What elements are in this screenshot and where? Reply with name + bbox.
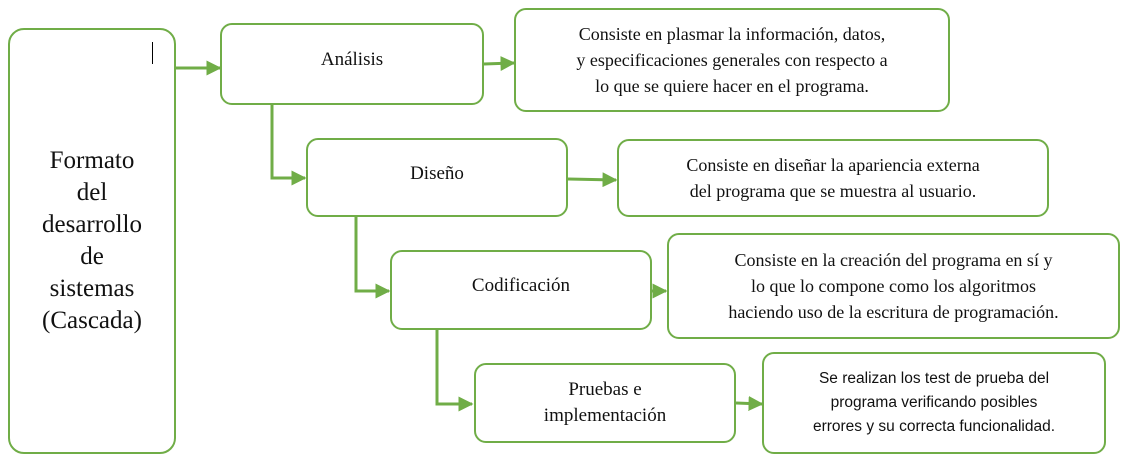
text-cursor: [152, 42, 153, 64]
description-line: Se realizan los test de prueba del: [818, 370, 1050, 387]
phase-analisis-description: Consiste en plasmar la información, dato…: [514, 8, 950, 112]
main-title-line: Formato: [49, 147, 135, 174]
phase-codificacion-description: Consiste en la creación del programa en …: [667, 233, 1120, 339]
description-line: programa verificando posibles: [830, 394, 1038, 411]
main-title-box: Formato del desarrollo de sistemas (Casc…: [8, 28, 176, 454]
phase-diseno-description: Consiste en diseñar la apariencia extern…: [617, 139, 1049, 217]
main-title-line: de: [80, 243, 104, 270]
description-line: Consiste en la creación del programa en …: [734, 250, 1053, 270]
description-line: haciendo uso de la escritura de programa…: [728, 302, 1059, 322]
description-line: del programa que se muestra al usuario.: [689, 181, 977, 201]
phase-pruebas-box: Pruebas e implementación: [474, 363, 736, 443]
description-line: errores y su correcta funcionalidad.: [812, 418, 1056, 435]
description-line: lo que lo compone como los algoritmos: [751, 276, 1036, 296]
phase-analisis-label: Análisis: [320, 49, 384, 70]
description-line: Consiste en diseñar la apariencia extern…: [686, 155, 980, 175]
description-line: Consiste en plasmar la información, dato…: [578, 24, 886, 44]
arrow-pruebas-to-desc: [735, 395, 764, 411]
phase-diseno-label: Diseño: [410, 163, 464, 184]
connector-diseno-to-codificacion: [354, 217, 391, 299]
phase-pruebas-label-line: implementación: [543, 405, 667, 426]
arrow-analisis-to-desc: [483, 55, 516, 71]
phase-pruebas-label-line: Pruebas e: [568, 379, 642, 400]
description-line: lo que se quiere hacer en el programa.: [595, 76, 869, 96]
arrow-diseno-to-desc: [567, 172, 618, 188]
phase-codificacion-label: Codificación: [471, 275, 571, 296]
connector-analisis-to-diseno: [270, 105, 307, 186]
connector-codificacion-to-pruebas: [435, 330, 474, 412]
phase-pruebas-description: Se realizan los test de prueba del progr…: [762, 352, 1106, 454]
phase-diseno-box: Diseño: [306, 138, 568, 217]
phase-codificacion-box: Codificación: [390, 250, 652, 330]
main-title-line: (Cascada): [42, 307, 142, 334]
main-title-line: desarrollo: [42, 211, 142, 238]
main-title-line: del: [76, 179, 108, 206]
phase-analisis-box: Análisis: [220, 23, 484, 105]
description-line: y especificaciones generales con respect…: [576, 50, 888, 70]
main-title-line: sistemas: [49, 275, 135, 302]
main-title: Formato del desarrollo de sistemas (Casc…: [42, 145, 142, 337]
